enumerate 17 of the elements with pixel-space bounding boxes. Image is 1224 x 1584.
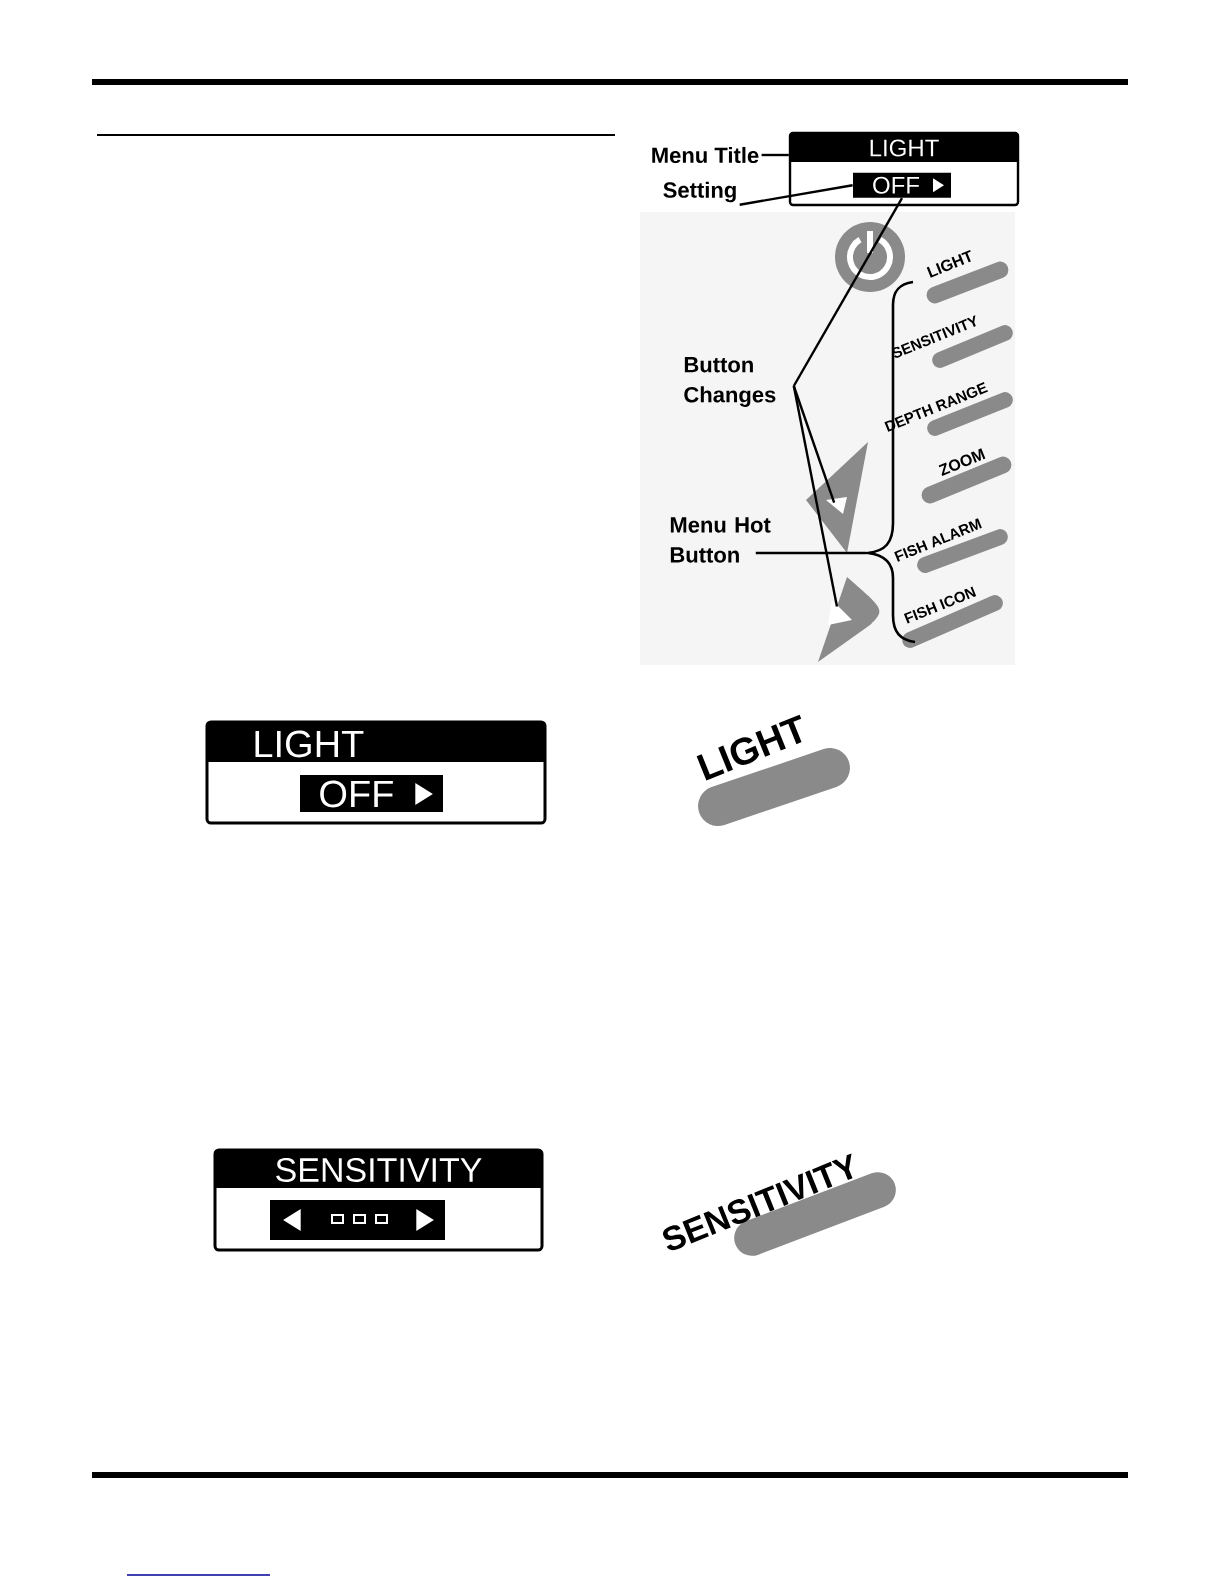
- setting-highlight: OFF: [853, 172, 951, 198]
- power-button: [835, 222, 905, 292]
- arrow-button: [818, 577, 880, 662]
- key-button: FISH ICON: [902, 586, 1003, 648]
- leader-line: [792, 385, 839, 607]
- menu-screen: SENSITIVITY: [213, 1148, 544, 1252]
- callout-label: Setting: [663, 181, 736, 203]
- arrow-button: [806, 442, 868, 553]
- leader-line: [755, 551, 866, 555]
- leader-line: [792, 385, 836, 503]
- leader-line: [739, 184, 853, 206]
- leader-line: [792, 197, 904, 387]
- leader-line: [761, 153, 789, 157]
- callout-label: Menu Title: [652, 146, 759, 164]
- callout-label: Menu Hot Button: [670, 517, 771, 563]
- menu-screen: LIGHT OFF: [205, 720, 547, 825]
- callout-label: Button Changes: [684, 357, 776, 407]
